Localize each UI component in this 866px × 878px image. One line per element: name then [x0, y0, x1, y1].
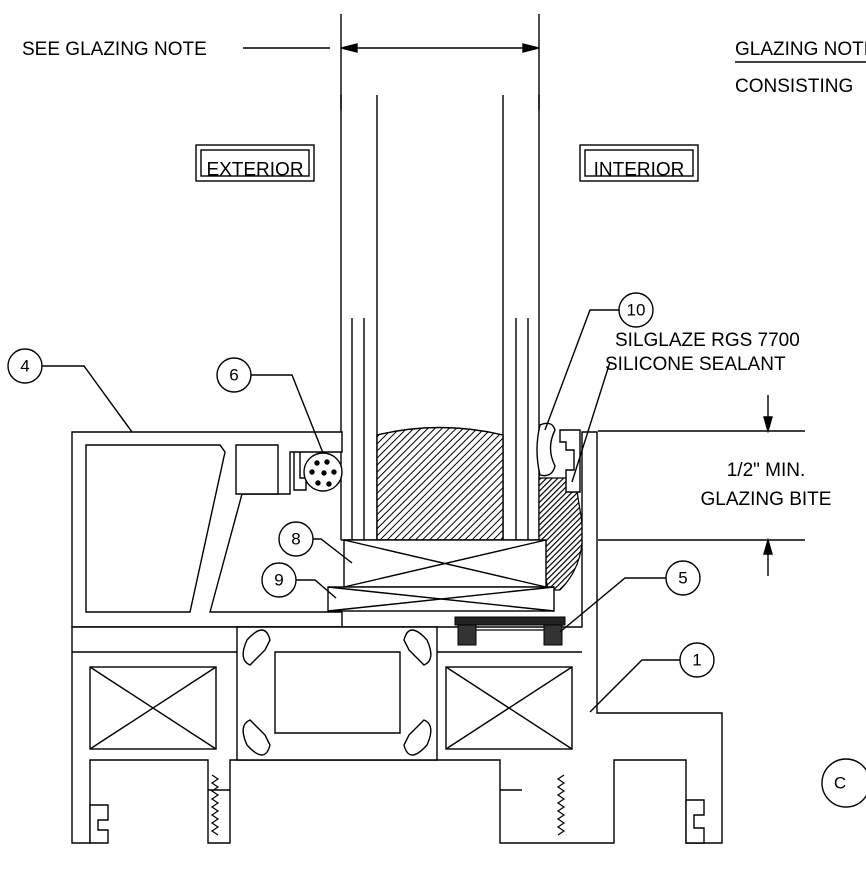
sealant-note-line2: SILICONE SEALANT [605, 354, 786, 375]
consisting-text: CONSISTING [735, 76, 853, 97]
screw-chase-right [556, 774, 566, 836]
interior-box: INTERIOR [579, 144, 699, 182]
sealant-leader [571, 361, 611, 483]
svg-text:4: 4 [20, 357, 29, 376]
glazing-note-title: GLAZING NOTE [735, 39, 866, 60]
secondary-seal [376, 426, 504, 541]
svg-text:6: 6 [229, 366, 238, 385]
main-frame-profile [71, 431, 723, 844]
glazing-bite-line2: GLAZING BITE [701, 489, 832, 510]
callout-8: 8 [278, 521, 353, 564]
setting-block-shim [327, 586, 555, 612]
interior-label: INTERIOR [594, 160, 685, 181]
svg-text:8: 8 [291, 530, 300, 549]
callout-1: 1 [589, 642, 715, 713]
callout-9: 9 [261, 562, 337, 599]
callout-4: 4 [7, 348, 133, 433]
callout-cut-off: C [821, 758, 866, 808]
exterior-label: EXTERIOR [206, 160, 303, 181]
screw-chase-left [210, 774, 220, 836]
exterior-box: EXTERIOR [195, 144, 315, 182]
glazing-adaptor-profile [71, 431, 343, 628]
svg-text:10: 10 [627, 301, 646, 320]
callout-6: 6 [216, 357, 324, 454]
svg-text:C: C [834, 774, 846, 793]
svg-text:5: 5 [678, 569, 687, 588]
glazing-bite-line1: 1/2" MIN. [727, 460, 806, 481]
silicone-sealant [538, 477, 584, 591]
bottom-gasket [454, 616, 566, 646]
interior-glazing-gasket [536, 422, 581, 493]
glazing-dimension [243, 14, 540, 110]
callout-10: 10 [544, 292, 654, 431]
setting-block [343, 539, 547, 588]
callout-5: 5 [559, 560, 701, 633]
glazing-bite-dimension [598, 395, 805, 576]
sealant-note-line1: SILGLAZE RGS 7700 [615, 330, 800, 351]
svg-text:1: 1 [692, 651, 701, 670]
svg-text:9: 9 [274, 571, 283, 590]
see-glazing-note-label: SEE GLAZING NOTE [22, 39, 207, 60]
